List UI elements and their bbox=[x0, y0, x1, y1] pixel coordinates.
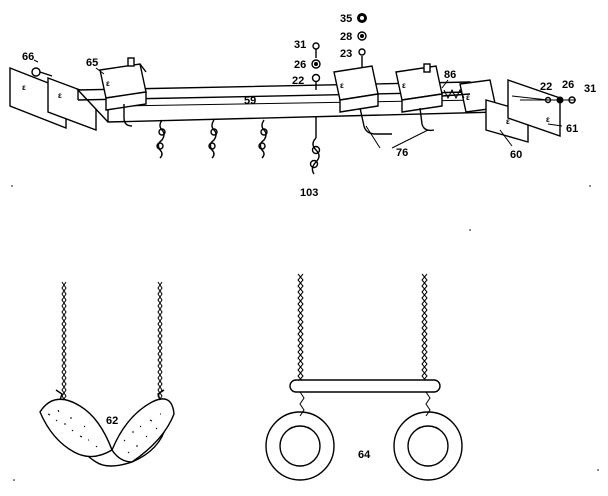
swing-hook-2 bbox=[208, 119, 218, 159]
ring-right bbox=[393, 411, 463, 481]
bracket-mid-a: ε bbox=[333, 65, 392, 135]
label-23: 23 bbox=[340, 48, 352, 60]
hardware-stack-mid bbox=[311, 42, 321, 90]
label-60: 60 bbox=[510, 149, 522, 161]
label-59: 59 bbox=[244, 95, 256, 107]
right-end-plates: ε ε bbox=[485, 79, 561, 143]
ring-left bbox=[265, 411, 335, 481]
hardware-stack-top bbox=[357, 13, 367, 68]
label-28: 28 bbox=[340, 31, 352, 43]
label-31-mid: 31 bbox=[294, 39, 306, 51]
label-65: 65 bbox=[86, 57, 98, 69]
swing-hook-3 bbox=[258, 119, 268, 159]
bracket-mid-b: ε bbox=[395, 63, 443, 132]
trapeze-rings: 64 bbox=[265, 273, 463, 481]
rope-right bbox=[421, 273, 428, 383]
svg-text:ε: ε bbox=[546, 115, 550, 124]
svg-text:ε: ε bbox=[466, 93, 470, 102]
label-31-right: 31 bbox=[584, 83, 596, 95]
hardware-stack-right bbox=[520, 96, 576, 104]
label-64: 64 bbox=[358, 449, 371, 461]
label-22-right: 22 bbox=[540, 81, 552, 93]
leader-lines bbox=[33, 59, 563, 149]
label-26-mid: 26 bbox=[294, 59, 306, 71]
bolt-left bbox=[31, 67, 53, 77]
swing-hook-1 bbox=[156, 119, 166, 159]
svg-text:ε: ε bbox=[22, 83, 26, 92]
label-76: 76 bbox=[396, 147, 408, 159]
label-86: 86 bbox=[444, 69, 456, 81]
label-22-mid: 22 bbox=[292, 75, 304, 87]
chain-left bbox=[61, 281, 67, 421]
bracket-left: ε bbox=[99, 57, 147, 127]
svg-text:ε: ε bbox=[58, 91, 62, 100]
label-26-right: 26 bbox=[562, 79, 574, 91]
label-35: 35 bbox=[340, 13, 352, 25]
label-66-left: 66 bbox=[22, 51, 34, 63]
label-103: 103 bbox=[300, 187, 318, 199]
trapeze-bar bbox=[289, 379, 441, 393]
swing-seat: 62 bbox=[39, 281, 175, 467]
swing-hook-103 bbox=[309, 116, 321, 175]
rope-left bbox=[297, 273, 304, 383]
label-61: 61 bbox=[566, 123, 578, 135]
svg-text:ε: ε bbox=[506, 117, 510, 126]
scan-specks bbox=[11, 185, 599, 481]
svg-text:ε: ε bbox=[106, 79, 110, 88]
left-end-plate: ε ε bbox=[9, 66, 97, 132]
label-62: 62 bbox=[106, 415, 118, 427]
beam-assembly: ε ε ε ε bbox=[9, 13, 596, 199]
svg-text:ε: ε bbox=[340, 81, 344, 90]
svg-text:ε: ε bbox=[402, 81, 406, 90]
